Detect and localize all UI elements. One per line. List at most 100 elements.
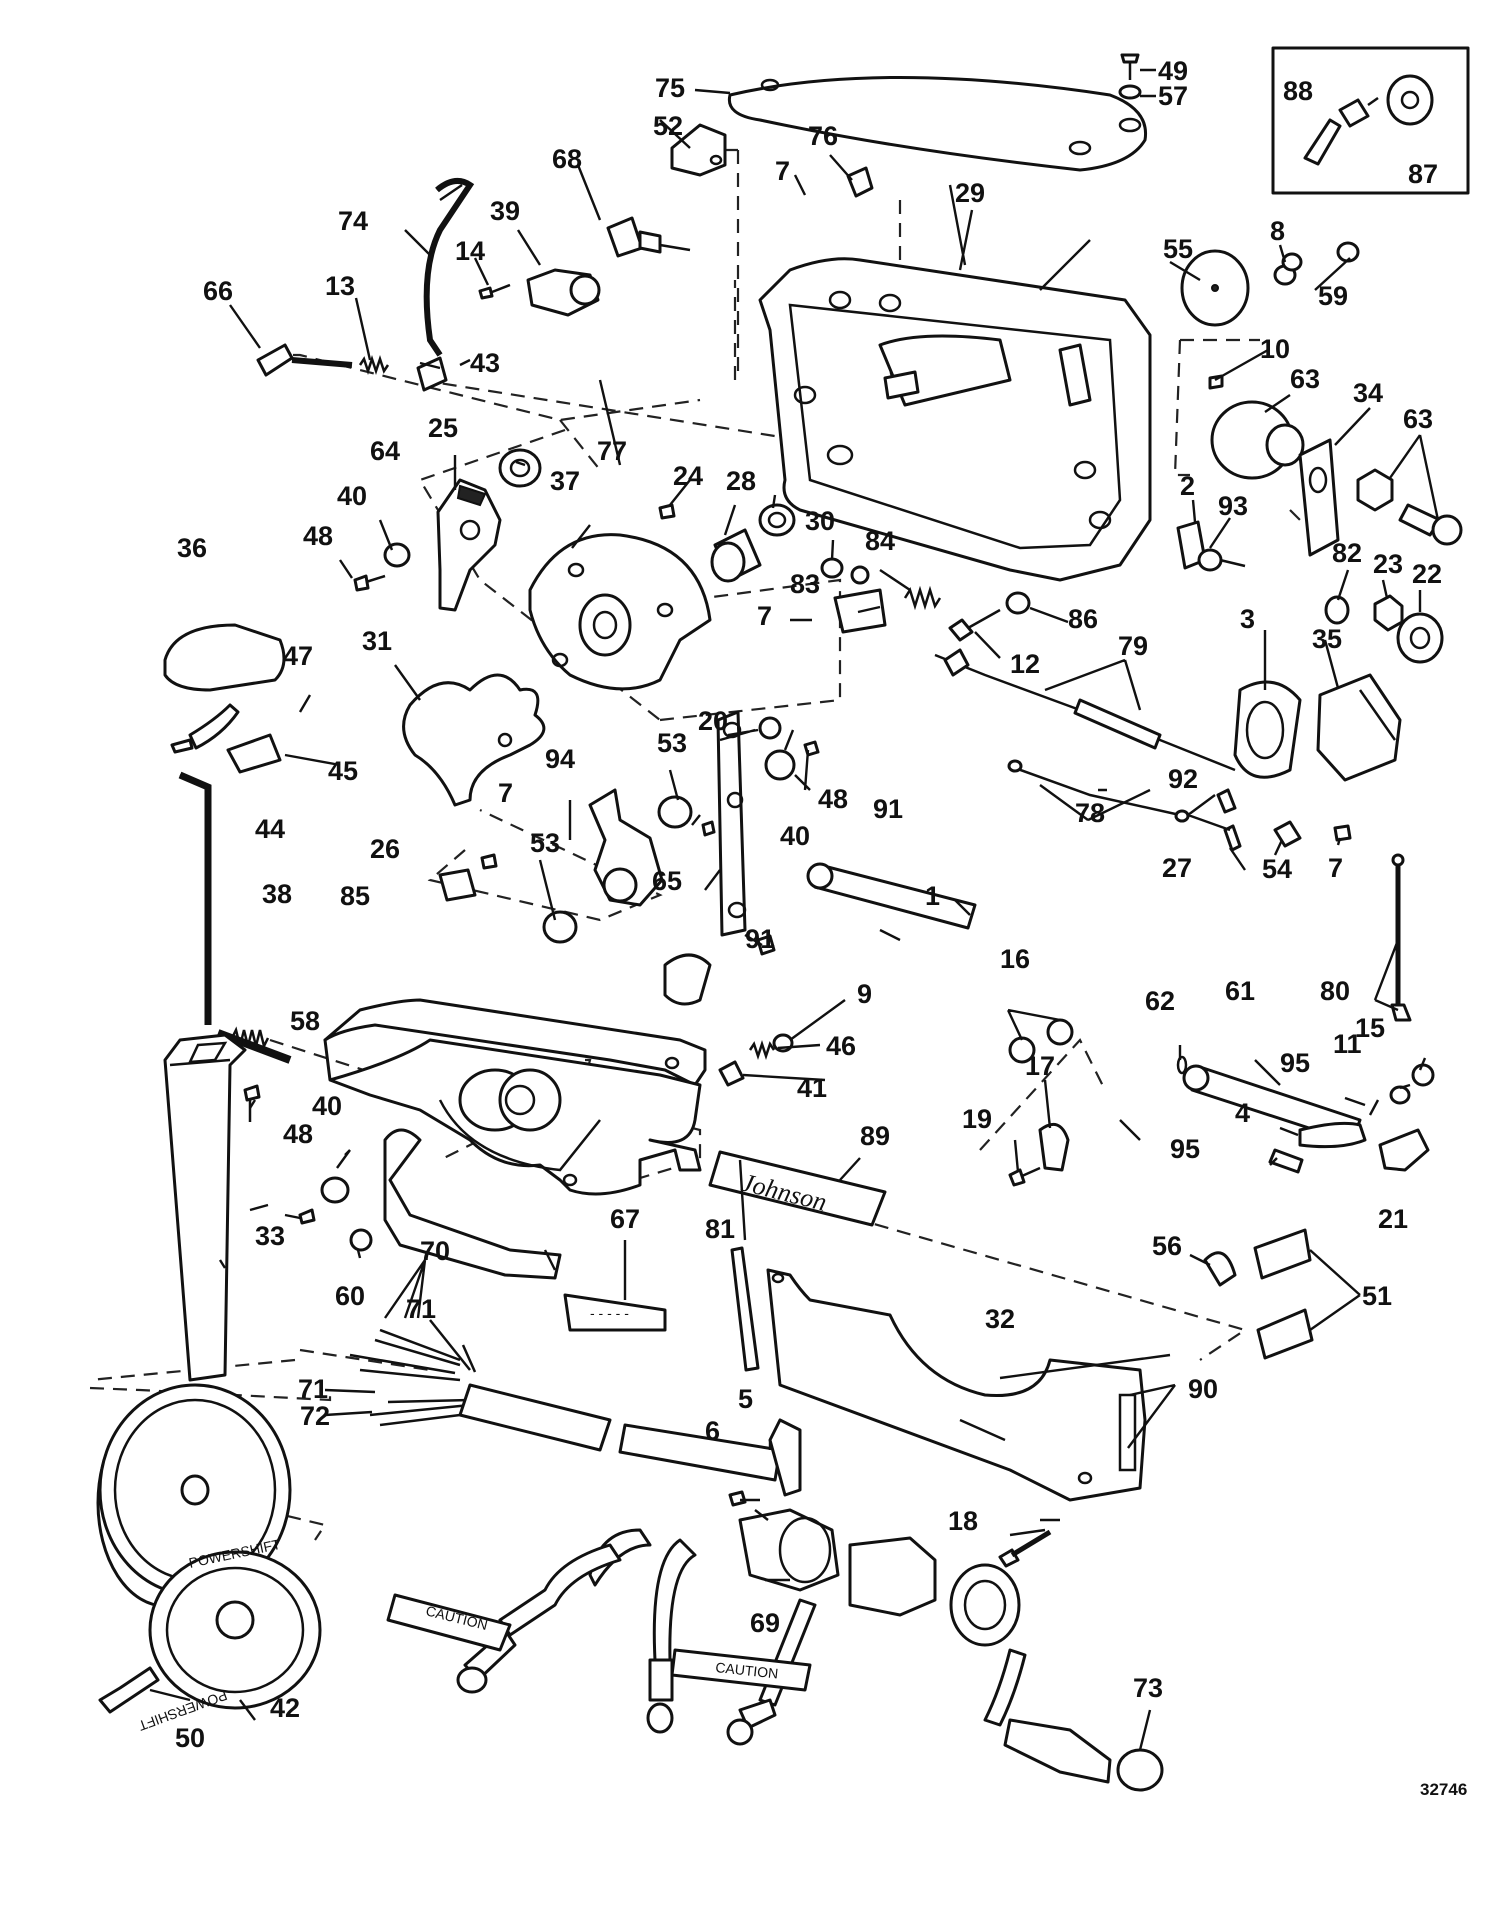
callout-18: 18	[948, 1506, 978, 1536]
callout-9: 9	[857, 979, 872, 1009]
callout-64: 64	[370, 436, 400, 466]
callout-72: 72	[300, 1401, 330, 1431]
callout-20: 20	[698, 706, 728, 736]
callout-48-a: 48	[303, 521, 333, 551]
callout-55: 55	[1163, 234, 1193, 264]
callout-60: 60	[335, 1281, 365, 1311]
callout-93: 93	[1218, 491, 1248, 521]
callout-53-a: 53	[657, 728, 687, 758]
callout-95-a: 95	[1280, 1048, 1310, 1078]
callout-51: 51	[1362, 1281, 1392, 1311]
callout-36: 36	[177, 533, 207, 563]
callout-38: 38	[262, 879, 292, 909]
callout-40-c: 40	[312, 1091, 342, 1121]
callout-4: 4	[1235, 1098, 1250, 1128]
callout-81: 81	[705, 1214, 735, 1244]
callout-82: 82	[1332, 538, 1362, 568]
callout-1: 1	[925, 881, 940, 911]
callout-35: 35	[1312, 624, 1342, 654]
callout-32: 32	[985, 1304, 1015, 1334]
callout-94: 94	[545, 744, 575, 774]
callout-50: 50	[175, 1723, 205, 1753]
callout-52: 52	[653, 111, 683, 141]
callout-61: 61	[1225, 976, 1255, 1006]
callout-78: 78	[1075, 798, 1105, 828]
part-drawings: - - - - - Johnson	[96, 46, 1470, 1792]
callout-2: 2	[1180, 471, 1195, 501]
caution-decal-2-text: CAUTION	[715, 1659, 779, 1681]
callout-31: 31	[362, 626, 392, 656]
callout-11: 11	[1333, 1029, 1362, 1059]
callout-92: 92	[1168, 764, 1198, 794]
callout-42: 42	[270, 1693, 300, 1723]
callout-34: 34	[1353, 378, 1383, 408]
callout-40-a: 40	[337, 481, 367, 511]
callout-71-b: 71	[298, 1374, 328, 1404]
callout-19: 19	[962, 1104, 992, 1134]
callout-21: 21	[1378, 1204, 1408, 1234]
callout-5: 5	[738, 1384, 753, 1414]
callout-46: 46	[826, 1031, 856, 1061]
callout-8: 8	[1270, 216, 1285, 246]
callout-39: 39	[490, 196, 520, 226]
callout-75: 75	[655, 73, 685, 103]
callout-63-a: 63	[1290, 364, 1320, 394]
callout-65: 65	[652, 866, 682, 896]
callout-47: 47	[283, 641, 313, 671]
callout-7-b: 7	[757, 601, 772, 631]
callout-83: 83	[790, 569, 820, 599]
callout-7-a: 7	[775, 156, 790, 186]
callout-10: 10	[1260, 334, 1290, 364]
callout-77: 77	[597, 436, 627, 466]
callout-12: 12	[1010, 649, 1040, 679]
callout-53-b: 53	[530, 828, 560, 858]
callout-15: 15	[1355, 1013, 1385, 1043]
callout-88: 88	[1283, 76, 1313, 106]
callout-79: 79	[1118, 631, 1148, 661]
callout-67: 67	[610, 1204, 640, 1234]
callout-27: 27	[1162, 853, 1192, 883]
callout-6: 6	[705, 1416, 720, 1446]
callout-54: 54	[1262, 854, 1292, 884]
callout-76: 76	[808, 121, 838, 151]
callout-17: 17	[1025, 1051, 1055, 1081]
callout-68: 68	[552, 144, 582, 174]
callout-7-c: 7	[498, 778, 513, 808]
callout-62: 62	[1145, 986, 1175, 1016]
callout-30: 30	[805, 506, 835, 536]
callout-14: 14	[455, 236, 485, 266]
callout-37: 37	[550, 466, 580, 496]
callout-73: 73	[1133, 1673, 1163, 1703]
callout-43: 43	[470, 348, 500, 378]
callout-7-e: 7	[1328, 853, 1343, 883]
callout-45: 45	[328, 756, 358, 786]
callout-56: 56	[1152, 1231, 1182, 1261]
callout-89: 89	[860, 1121, 890, 1151]
callout-48-b: 48	[818, 784, 848, 814]
callout-95-b: 95	[1170, 1134, 1200, 1164]
callout-44: 44	[255, 814, 285, 844]
callout-22: 22	[1412, 559, 1442, 589]
callout-85: 85	[340, 881, 370, 911]
callout-86: 86	[1068, 604, 1098, 634]
figure-number: 32746	[1420, 1780, 1467, 1799]
callout-69: 69	[750, 1608, 780, 1638]
callout-49: 49	[1158, 56, 1188, 86]
callout-28: 28	[726, 466, 756, 496]
svg-text:- - - - -: - - - - -	[590, 1305, 629, 1321]
callout-80: 80	[1320, 976, 1350, 1006]
callout-59: 59	[1318, 281, 1348, 311]
callout-16: 16	[1000, 944, 1030, 974]
callout-26: 26	[370, 834, 400, 864]
callout-29: 29	[955, 178, 985, 208]
callout-84: 84	[865, 526, 895, 556]
callout-25: 25	[428, 413, 458, 443]
callout-24: 24	[673, 461, 703, 491]
callout-3: 3	[1240, 604, 1255, 634]
callout-87: 87	[1408, 159, 1438, 189]
callout-40-b: 40	[780, 821, 810, 851]
callout-33: 33	[255, 1221, 285, 1251]
callout-74: 74	[338, 206, 368, 236]
callout-70: 70	[420, 1236, 450, 1266]
